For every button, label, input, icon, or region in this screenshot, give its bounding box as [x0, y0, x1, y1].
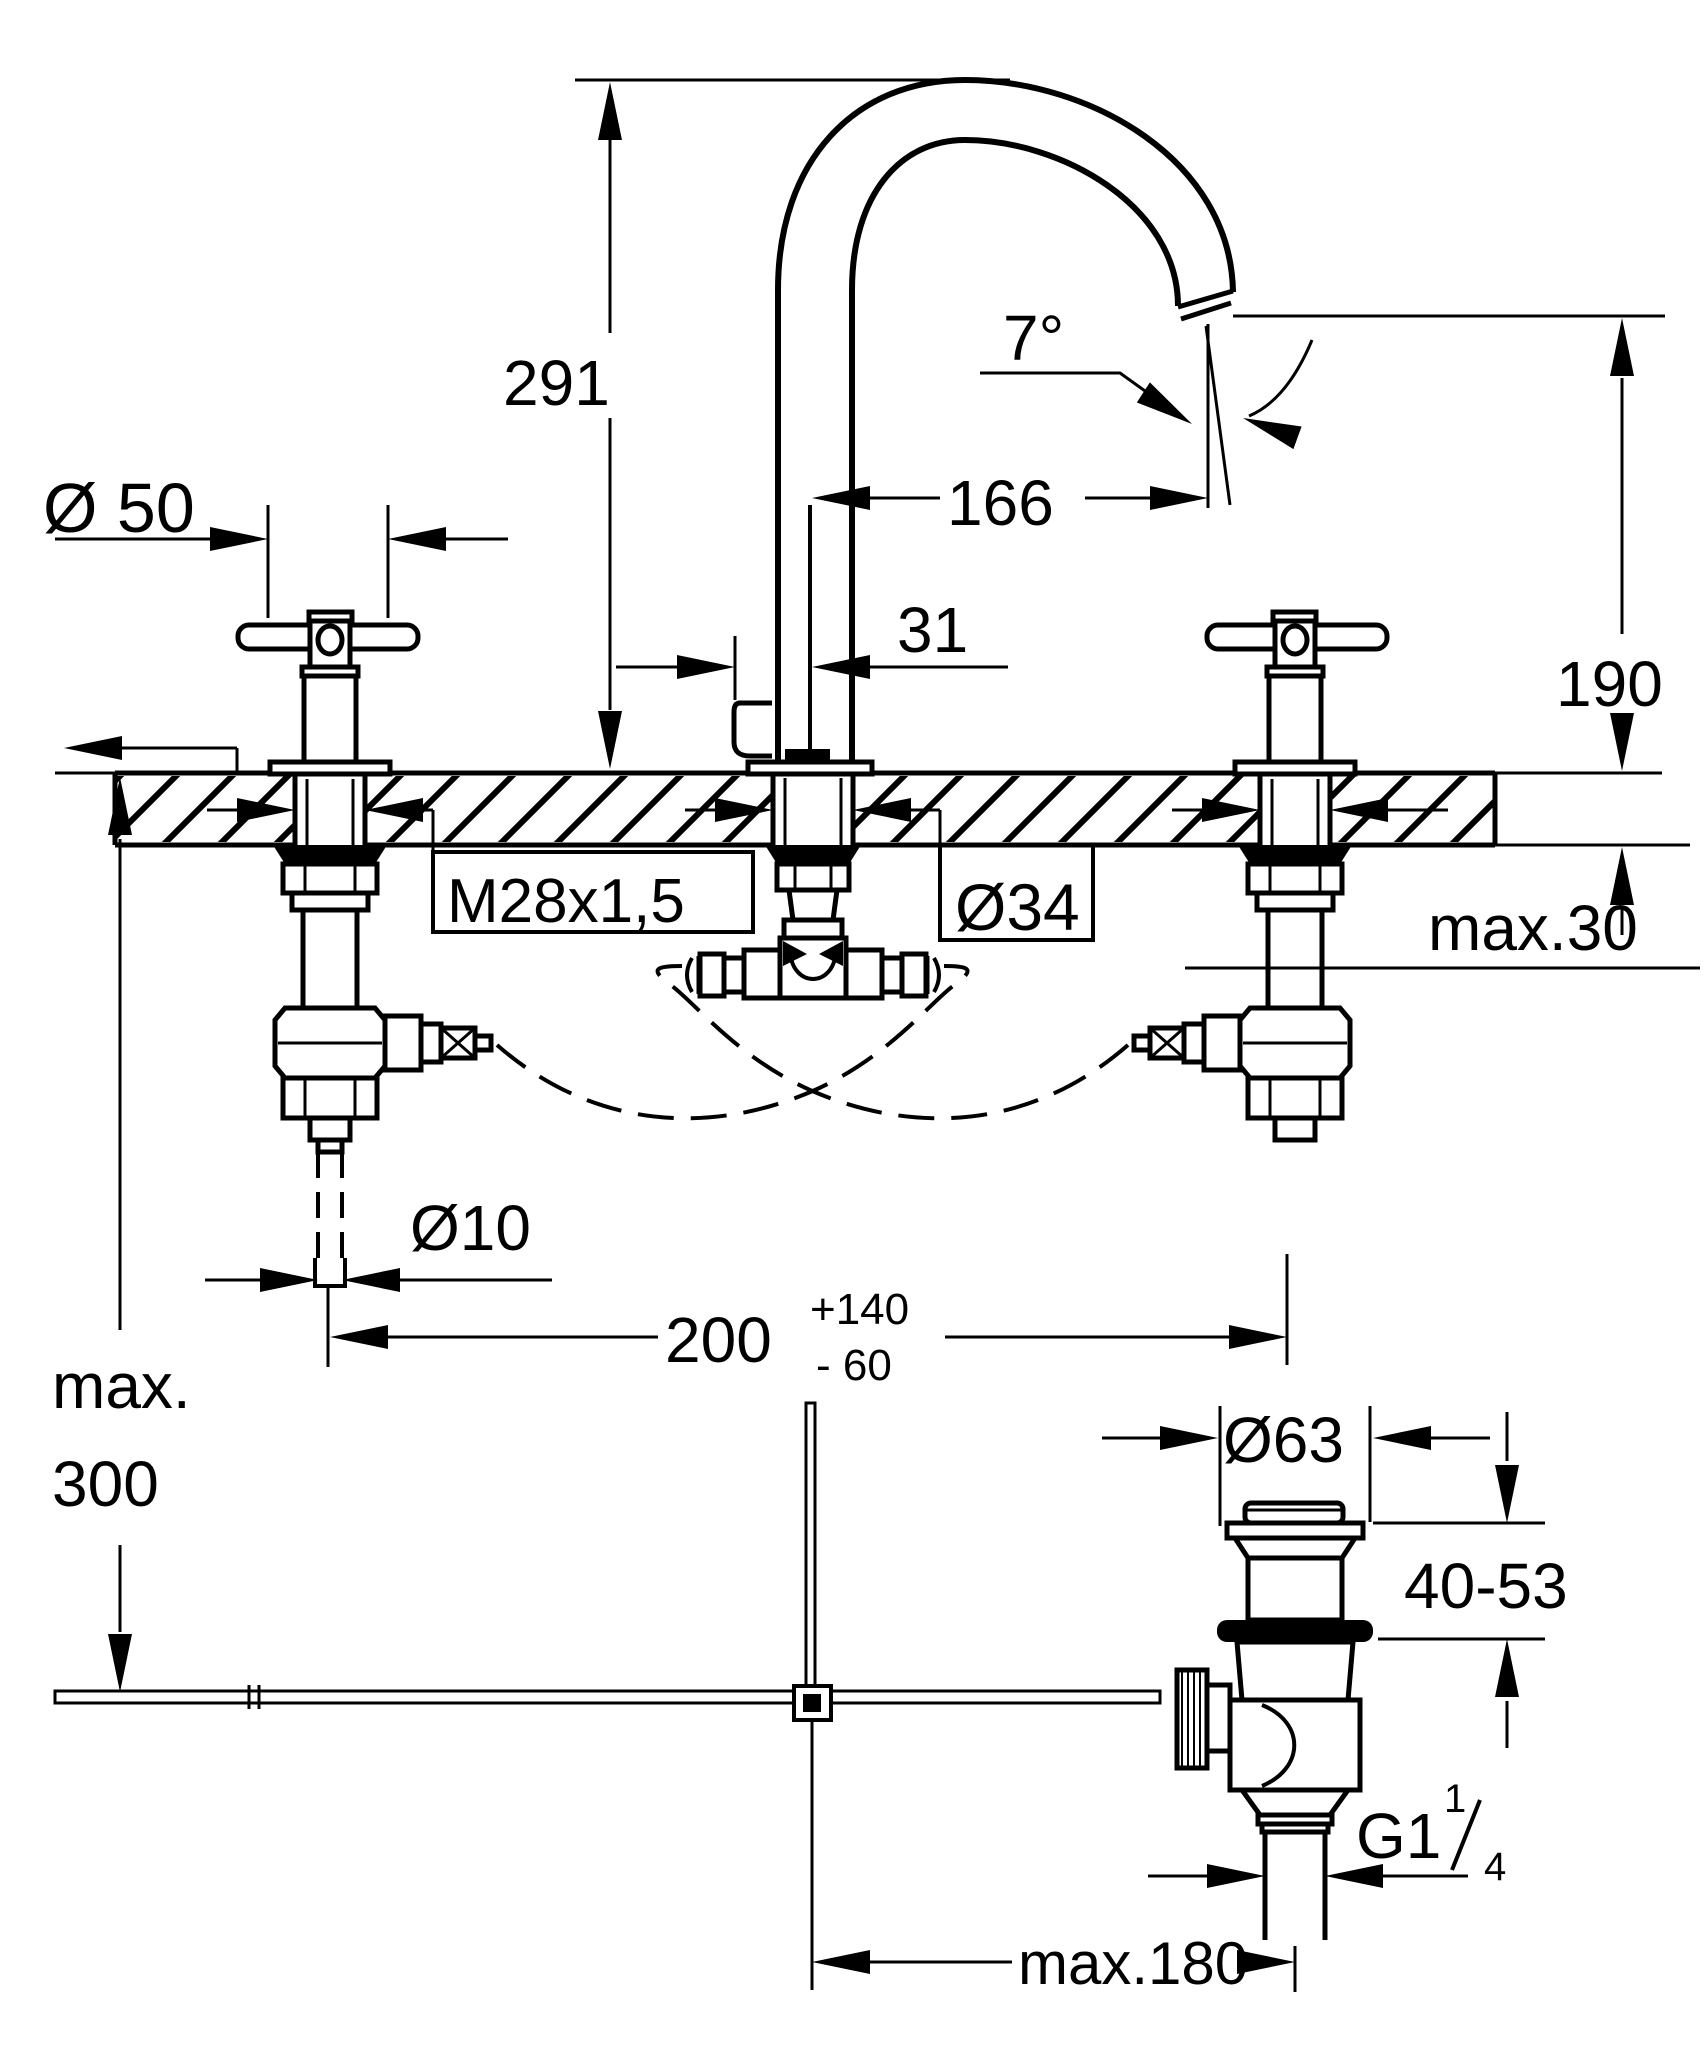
drain-neck: [1230, 1535, 1360, 1561]
dim-label-7deg: 7°: [1003, 302, 1064, 374]
dim-label-d34: Ø34: [955, 870, 1080, 944]
right-valve-body: [1266, 673, 1324, 765]
drain-seal-ring: [1217, 1620, 1373, 1642]
left-handle-hole: [315, 623, 345, 657]
left-valve-washer: [289, 890, 371, 913]
rod-tee-joint: [792, 1684, 833, 1722]
left-valve-gasket: [273, 845, 387, 864]
left-elbow-outlet: [382, 1013, 424, 1073]
right-valve-bottom-nut: [1245, 1075, 1345, 1121]
pull-rod-linkage: [53, 1401, 1162, 1742]
union-hat: [781, 917, 845, 941]
left-valve: [235, 609, 494, 1288]
right-valve-tail: [1272, 1115, 1318, 1143]
dim-reach-166: 166: [812, 467, 1208, 539]
dim-pipe-d10: Ø10: [205, 1192, 552, 1292]
dim-label-g1: G1: [1356, 1800, 1441, 1872]
dim-right-shank-arrows: [1172, 798, 1448, 822]
dim-label-d10: Ø10: [410, 1192, 531, 1264]
drain-plug: [1242, 1500, 1346, 1526]
left-valve-body: [301, 673, 359, 765]
spout-base-flange: [745, 759, 875, 777]
drain-upper-body: [1245, 1555, 1345, 1623]
union-right-arm: [843, 947, 885, 1001]
dim-rod-max180: max.180: [810, 1742, 1297, 1997]
right-valve-washer: [1254, 890, 1336, 913]
drain-mid-body: [1234, 1639, 1356, 1703]
dim-handle-d50: Ø 50: [43, 469, 508, 618]
pull-rod: [804, 1401, 817, 1691]
dim-angle-7: 7°: [980, 302, 1314, 508]
spout-outer-curve: [775, 76, 1236, 762]
dim-valve-thread-m28: M28x1,5: [207, 798, 755, 936]
dim-drain-thread-g114: G1 1 4: [1148, 1777, 1506, 1889]
dim-label-max180: max.180: [1018, 1930, 1248, 1997]
left-valve-locknut: [280, 861, 380, 896]
dim-label-m28: M28x1,5: [447, 867, 685, 936]
dim-label-4053: 40-53: [1404, 1550, 1568, 1622]
spout-mount-bracket: [731, 700, 772, 759]
pop-up-drain: [1174, 1500, 1373, 1940]
horizontal-rod: [53, 1689, 1162, 1705]
dim-label-190: 190: [1556, 648, 1663, 720]
spout-base-seal: [785, 749, 830, 762]
dim-label-300: 300: [52, 1448, 159, 1520]
dim-label-166: 166: [947, 467, 1054, 539]
dim-label-tol-plus: +140: [810, 1285, 909, 1334]
right-valve-locknut: [1245, 861, 1345, 896]
right-valve-flange: [1232, 759, 1358, 777]
hose-left-to-right-arm: [495, 964, 970, 1121]
dim-label-max30: max.30: [1428, 892, 1638, 964]
dim-drain-d63: Ø63: [1102, 1404, 1490, 1526]
dim-spout-31: 31: [616, 594, 1008, 700]
right-valve: [1131, 609, 1390, 1143]
right-valve-gasket: [1238, 845, 1352, 864]
right-elbow-outlet: [1201, 1013, 1243, 1073]
union-taper: [786, 887, 840, 923]
dim-label-200: 200: [665, 1304, 772, 1376]
center-union: [685, 845, 941, 1001]
dim-deck-max30: max.30: [1185, 847, 1700, 970]
dim-valve-spacing-200: 200 +140 - 60: [326, 1254, 1289, 1390]
dim-depth-max300: max. 300: [52, 736, 239, 1692]
drain-bottom-taper: [1237, 1787, 1353, 1818]
dim-label-d63: Ø63: [1223, 1404, 1344, 1476]
left-supply-pipe-dashed: [316, 1152, 344, 1258]
dim-label-d50: Ø 50: [43, 469, 195, 547]
spout-shank: [770, 774, 856, 845]
dim-label-g1-sub: 4: [1484, 1845, 1506, 1889]
union-ball-seat: [788, 951, 838, 981]
left-valve-flange: [267, 759, 393, 777]
dim-label-31: 31: [897, 594, 968, 666]
dim-hole-d34: Ø34: [685, 798, 1095, 944]
union-left-arm: [741, 947, 783, 1001]
spout-gasket: [765, 845, 861, 864]
left-valve-bottom-nut: [280, 1075, 380, 1121]
spout-outlet-rim: [1177, 288, 1234, 310]
left-supply-pipe-end: [313, 1258, 347, 1288]
dim-height-291: 291: [503, 78, 1010, 769]
spout-locknut: [774, 861, 852, 893]
supply-hoses: [495, 964, 1130, 1121]
dim-label-max: max.: [52, 1350, 191, 1422]
hose-right-to-left-arm: [655, 964, 1130, 1121]
spout-outlet-rim2: [1180, 300, 1232, 322]
dim-label-g1-sup: 1: [1444, 1777, 1466, 1821]
left-valve-tube: [300, 907, 360, 1011]
spout-inner-curve: [849, 136, 1181, 762]
left-valve-tail: [307, 1115, 353, 1143]
deck-extension-lines: [55, 771, 1690, 847]
deck-outline: [112, 770, 1498, 848]
dim-outlet-190: 190: [1233, 314, 1665, 771]
dim-label-tol-minus: - 60: [816, 1341, 892, 1390]
faucet-spout: [731, 76, 1236, 845]
right-handle-hole: [1280, 623, 1310, 657]
right-valve-tube: [1265, 907, 1325, 1011]
dim-label-291: 291: [503, 347, 610, 419]
dim-drain-4053: 40-53: [1373, 1412, 1568, 1748]
